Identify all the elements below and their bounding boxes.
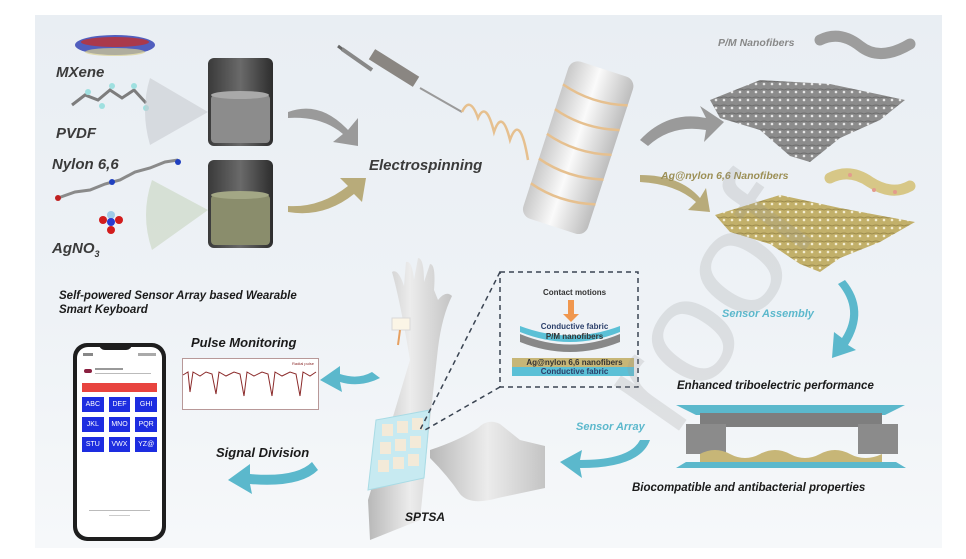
fiber-jet [460,103,530,161]
key-mno[interactable]: MNO [108,417,131,432]
layer-label-2: P/M nanofibers [545,332,604,341]
app-red-bar[interactable] [82,383,157,392]
electrospinning-label: Electrospinning [369,157,483,174]
collector-drum-icon [522,61,634,235]
layer-stack-diagram [512,300,634,376]
key-ghi[interactable]: GHI [135,397,157,412]
ag-fiber-strand-icon [824,168,916,196]
arm-with-sensor-icon [367,258,452,540]
callout-dashes [419,271,639,431]
tan-arrow-to-ag-icon [640,175,710,212]
beaker-ag-icon [208,160,273,248]
triboelectric-label: Enhanced triboelectric performance [677,380,874,392]
footer-line-2 [109,515,130,516]
pm-fiber-strand-icon [814,30,916,59]
pulse-legend: Radial pulse [291,361,314,366]
agno3-label: AgNO3 [52,240,100,259]
pulse-monitoring-label: Pulse Monitoring [191,335,297,350]
signal-division-label: Signal Division [216,445,310,460]
key-jkl[interactable]: JKL [82,417,104,432]
status-bar [83,353,156,357]
syringe-icon [337,44,463,113]
sptsa-label: SPTSA [405,510,446,524]
footer-line [89,510,150,511]
layer-label-3: Ag@nylon 6,6 nanofibers [526,358,623,367]
mxene-label: MXene [56,64,105,81]
sensor-array-arrow-icon [560,440,650,478]
triboelectric-sensor-icon [676,405,906,468]
biocompatible-label: Biocompatible and antibacterial properti… [632,482,866,494]
pvdf-molecule-icon [71,83,149,111]
sensor-array-label: Sensor Array [576,421,645,433]
pulse-chart: Radial pulse [182,358,319,410]
nylon-molecule-icon [55,158,181,201]
application-title-line1: Self-powered Sensor Array based Wearable [59,290,297,302]
agno3-base: AgNO [52,240,95,257]
app-logo-icon [84,369,92,373]
pm-nanofibers-label: P/M Nanofibers [718,37,795,49]
layer-label-4: Conductive fabric [540,367,609,376]
nylon-mixing-cone [146,180,208,250]
beaker-pm-icon [208,58,273,146]
ag-nanofibers-label: Ag@nylon 6,6 Nanofibers [661,170,789,182]
pm-nanofiber-mesh [710,80,905,162]
layer-stack-labels: Contact motions Conductive fabric P/M na… [508,270,638,390]
phone-notch [99,343,132,350]
contact-motions-label: Contact motions [542,288,607,297]
tan-arrow-icon [288,178,366,214]
sensor-assembly-arrow-icon [832,280,859,358]
key-vwx[interactable]: VWX [108,437,131,452]
application-title-line2: Smart Keyboard [59,304,148,316]
layer-label-1: Conductive fabric [540,322,609,331]
smartphone-keyboard-app: ABC DEF GHI JKL MNO PQR STU VWX YZ@ [73,343,166,541]
agno3-molecule-icon [99,211,123,234]
signal-division-arrow-icon [228,462,318,494]
key-pqr[interactable]: PQR [135,417,157,432]
app-header-line [95,368,123,370]
nylon-label: Nylon 6,6 [52,156,119,173]
key-stu[interactable]: STU [82,437,104,452]
key-yz[interactable]: YZ@ [135,437,157,452]
pointing-hand-icon [430,421,545,502]
mxene-molecule-icon [75,35,155,56]
ag-nanofiber-mesh [715,195,915,272]
gray-arrow-to-pm-icon [640,106,724,146]
pvdf-mixing-cone [145,78,208,145]
pulse-arrow-icon [320,366,380,392]
key-abc[interactable]: ABC [82,397,104,412]
agno3-subscript: 3 [94,249,100,259]
pvdf-label: PVDF [56,125,97,142]
app-subheader-line [95,373,151,374]
sensor-assembly-label: Sensor Assembly [722,308,814,320]
keypad: ABC DEF GHI JKL MNO PQR STU VWX YZ@ [82,397,157,452]
key-def[interactable]: DEF [108,397,131,412]
phone-screen: ABC DEF GHI JKL MNO PQR STU VWX YZ@ [77,347,162,537]
gray-arrow-icon [288,108,358,146]
down-arrow-icon [563,300,579,322]
